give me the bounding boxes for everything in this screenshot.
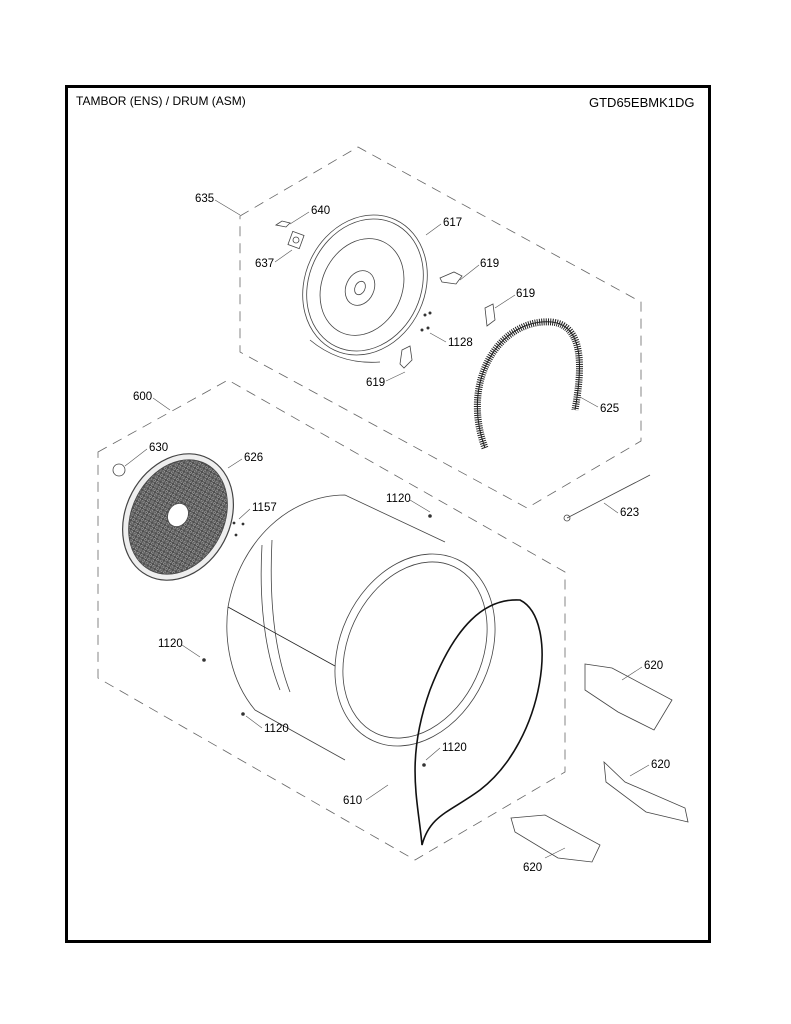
lifter-620a <box>584 663 673 731</box>
part-callout-620c: 620 <box>523 862 543 874</box>
part-callout-1157: 1157 <box>252 502 277 514</box>
diagram-title: TAMBOR (ENS) / DRUM (ASM) <box>76 94 246 108</box>
rear-bulkhead-617 <box>302 214 428 363</box>
sensor-harness-623 <box>566 474 651 519</box>
part-callout-635: 635 <box>195 193 215 205</box>
bracket-619b <box>484 303 496 327</box>
part-callout-626: 626 <box>244 452 264 464</box>
screws-1120 <box>202 514 432 767</box>
group-outline-600 <box>97 379 566 861</box>
part-640 <box>274 220 291 228</box>
lifter-620b <box>603 760 689 823</box>
lifter-620c <box>510 814 601 863</box>
part-callout-637: 637 <box>255 258 275 270</box>
drum-600 <box>226 494 496 761</box>
part-callout-610: 610 <box>343 795 363 807</box>
bracket-619c <box>399 345 413 369</box>
front-seal-610 <box>414 599 543 846</box>
part-callout-1128: 1128 <box>448 337 473 349</box>
diagram-frame <box>65 85 711 943</box>
part-callout-1120a: 1120 <box>386 493 411 505</box>
model-number: GTD65EBMK1DG <box>589 95 695 110</box>
part-callout-1120b: 1120 <box>158 638 183 650</box>
part-637 <box>287 230 305 250</box>
part-callout-619a: 619 <box>480 258 500 270</box>
part-callout-1120c: 1120 <box>264 723 289 735</box>
heater-element-625 <box>473 318 584 450</box>
rear-baffle-626 <box>122 453 234 581</box>
part-callout-625: 625 <box>600 403 620 415</box>
screws-1128 <box>420 311 432 332</box>
part-callout-600: 600 <box>133 391 153 403</box>
part-callout-640: 640 <box>311 205 331 217</box>
part-callout-620a: 620 <box>644 660 664 672</box>
part-callout-623: 623 <box>620 507 640 519</box>
bracket-619a <box>439 271 463 285</box>
part-callout-1120d: 1120 <box>442 742 467 754</box>
bearing-630 <box>112 463 126 477</box>
part-callout-619c: 619 <box>366 377 386 389</box>
part-callout-617: 617 <box>443 217 463 229</box>
part-callout-619b: 619 <box>516 288 536 300</box>
group-outline-635 <box>239 146 642 509</box>
part-callout-630: 630 <box>149 442 169 454</box>
part-callout-620b: 620 <box>651 759 671 771</box>
